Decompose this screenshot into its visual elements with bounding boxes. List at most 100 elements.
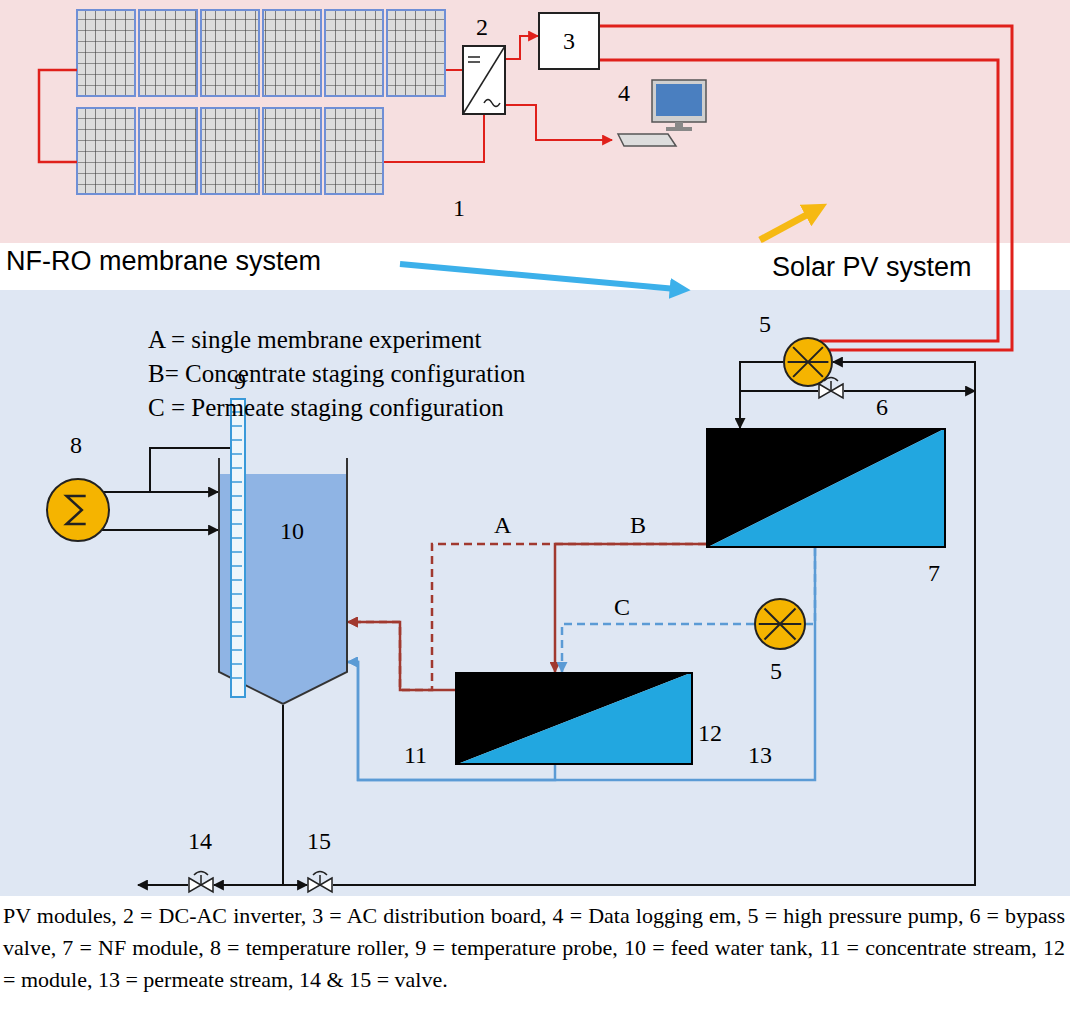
valve-handle [824, 378, 838, 392]
flow-line [348, 544, 706, 690]
pump-cross [788, 347, 829, 377]
flow-line [506, 105, 612, 140]
flow-line [348, 544, 706, 690]
legend-line: A = single membrane experiment [148, 326, 481, 355]
flow-line [348, 548, 815, 780]
probe-tick [232, 621, 242, 623]
module-outline [707, 429, 945, 547]
valve-symbol: 15 [307, 872, 333, 898]
probe-tick [232, 537, 242, 539]
probe-tick [232, 663, 242, 665]
legend-line: B= Concentrate staging configuration [148, 360, 525, 389]
shape-outline [754, 598, 806, 650]
temperature-controller: 8 [46, 478, 110, 542]
monitor [652, 80, 706, 122]
region-title: NF-RO membrane system [6, 246, 321, 277]
pump-symbol: 5 [754, 598, 806, 650]
flow-line [103, 448, 230, 492]
membrane-light [455, 672, 693, 765]
pv-array: 1 [35, 8, 450, 198]
flow-line [562, 624, 754, 672]
flow-line [506, 36, 538, 59]
solar-panel [263, 10, 321, 96]
callout-number: 14 [188, 828, 212, 854]
callout-number: 5 [759, 311, 771, 337]
inverter-outline [463, 46, 505, 114]
pointer-arrow [400, 264, 676, 289]
valve-body [320, 878, 332, 892]
outlet-line [138, 884, 188, 886]
shape-outline [818, 378, 844, 404]
probe-tick [232, 453, 242, 455]
flow-line [214, 705, 283, 885]
probe-tick [232, 509, 242, 511]
callout-number: 12 [698, 720, 722, 746]
stream-label: A [492, 512, 513, 538]
flow-line [555, 544, 706, 672]
data-logger: 4 [612, 78, 712, 150]
flow-line [445, 69, 462, 71]
flow-line [348, 622, 455, 690]
flow-line [333, 362, 975, 885]
figure-caption: PV modules, 2 = DC-AC inverter, 3 = AC d… [3, 900, 1065, 996]
pv-region [0, 0, 1070, 243]
valve-body [201, 878, 213, 892]
heater-body [47, 479, 109, 541]
legend-line: C = Permeate staging configuration [148, 394, 504, 423]
stream-number: 13 [748, 742, 772, 770]
valve-handle [313, 872, 327, 886]
callout-number: 3 [563, 28, 575, 54]
monitor-base [666, 127, 692, 131]
stream-label: B [628, 512, 648, 538]
shape-outline [35, 8, 450, 198]
shape-outline [455, 672, 693, 765]
flow-line [506, 36, 538, 59]
pump-body [755, 599, 805, 649]
shape-outline [307, 872, 333, 898]
valve-body [189, 878, 201, 892]
flow-line [333, 362, 975, 885]
shape-outline [230, 398, 246, 698]
region-title: Solar PV system [772, 252, 972, 283]
probe-tick [232, 481, 242, 483]
valve-body [308, 878, 320, 892]
inverter-diagonal [463, 46, 505, 114]
solar-panel [139, 10, 197, 96]
callout-number: 8 [70, 432, 82, 458]
pump-cross [759, 609, 802, 640]
solar-panel [387, 10, 445, 96]
probe-tick [232, 649, 242, 651]
valve-symbol: 6 [818, 378, 844, 404]
pv-wire [39, 70, 77, 162]
membrane-dark [455, 672, 693, 765]
flow-line [562, 624, 754, 672]
solar-panel [139, 108, 197, 194]
probe-tick [232, 467, 242, 469]
valve-body [819, 384, 831, 398]
probe-tick [232, 579, 242, 581]
flow-line [283, 705, 307, 885]
probe-tick [232, 439, 242, 441]
flow-line [740, 362, 783, 428]
shape-outline [462, 45, 506, 115]
shape-outline [706, 428, 946, 548]
solar-panel [77, 108, 135, 194]
ro-module: 12 [455, 672, 693, 765]
flow-line [102, 492, 218, 530]
ac-symbol [484, 100, 500, 107]
flow-line [383, 115, 484, 162]
flow-line [600, 60, 998, 341]
callout-number: 1 [453, 195, 465, 221]
flow-line [600, 26, 1012, 350]
valve-symbol: 14 [188, 872, 214, 898]
shape-outline [188, 872, 214, 898]
callout-number: 15 [307, 828, 331, 854]
callout-number: 4 [618, 80, 630, 106]
flow-line [103, 448, 230, 492]
flow-line [740, 362, 783, 428]
nf-module: 7 [706, 428, 946, 548]
flow-line [806, 548, 815, 624]
flow-line [283, 705, 307, 885]
membrane-region [0, 290, 1070, 896]
